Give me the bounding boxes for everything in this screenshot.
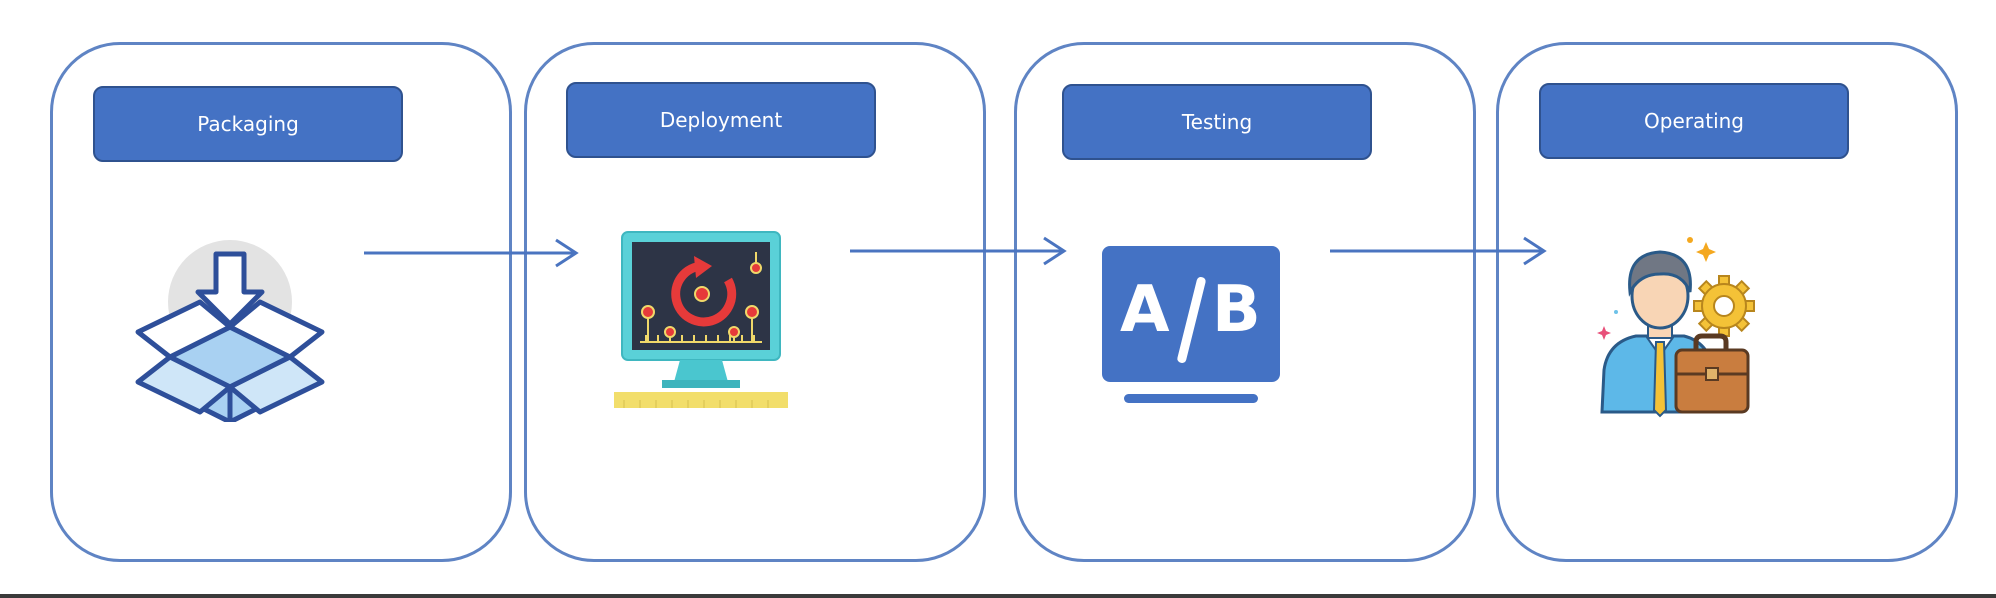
arrow-testing-to-operating	[1330, 236, 1547, 266]
arrow-packaging-to-deployment	[364, 238, 579, 268]
ab-letter-b: B	[1212, 273, 1261, 347]
bottom-edge-line	[0, 594, 1996, 598]
operator-person-icon	[1597, 237, 1755, 418]
monitor-deploy-icon	[614, 231, 788, 408]
stage-label-testing: Testing	[1062, 84, 1372, 160]
ab-stand	[1124, 394, 1258, 403]
stage-label-operating: Operating	[1539, 83, 1849, 159]
ab-letter-a: A	[1120, 273, 1170, 347]
arrow-deployment-to-testing	[850, 236, 1067, 266]
stage-label-packaging: Packaging	[93, 86, 403, 162]
ab-test-icon: A B	[1102, 246, 1280, 406]
package-box-icon	[135, 240, 325, 422]
stage-label-deployment: Deployment	[566, 82, 876, 158]
